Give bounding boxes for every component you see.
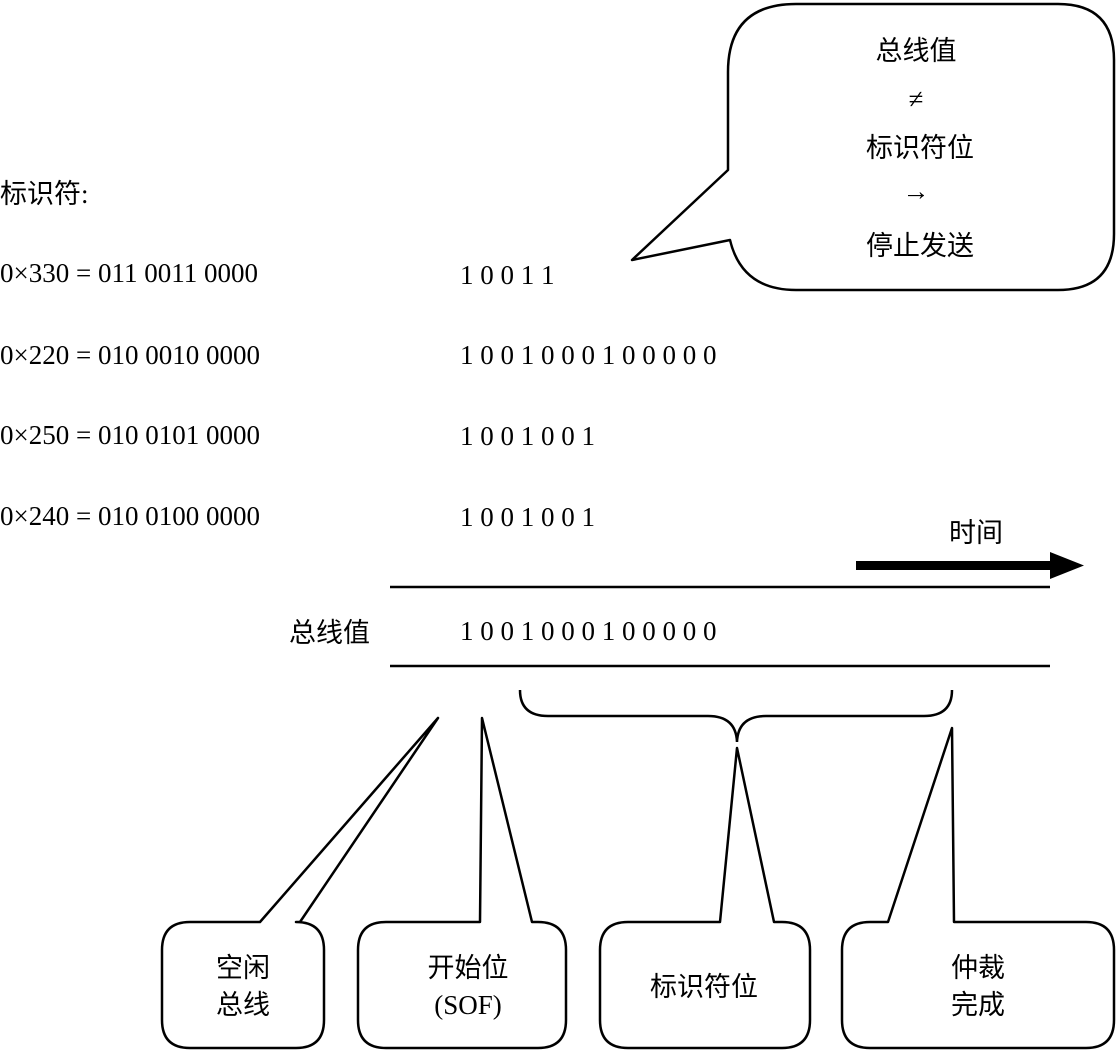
arbitration-complete-line: 完成 <box>951 990 1005 1020</box>
sof-bubble <box>356 716 568 1050</box>
bus-value-row: 总线值 1 0 0 1 0 0 0 1 0 0 0 0 0 <box>289 585 1050 668</box>
arbitration-complete-bubble <box>840 726 1116 1050</box>
identifier-bits-line: 标识符位 <box>650 972 758 1002</box>
identifier-title: 标识符: <box>0 179 89 209</box>
right-arrow-symbol: → <box>903 176 930 206</box>
top-callout-line: 总线值 <box>876 36 957 66</box>
identifier-label: 0×250 = 010 0101 0000 <box>0 420 260 450</box>
time-arrow: 时间 <box>856 518 1084 579</box>
bus-bits: 1 0 0 1 0 0 0 1 0 0 0 0 0 <box>460 616 717 646</box>
idle-bus-line: 总线 <box>216 990 270 1020</box>
idle-bus-bubble <box>160 716 440 1050</box>
sof-callout: 开始位 (SOF) <box>356 716 568 1050</box>
identifier-bits-callout: 标识符位 <box>598 746 812 1050</box>
identifier-bits-brace <box>518 689 954 743</box>
top-callout-bubble <box>630 2 1116 292</box>
identifier-rows: 0×330 = 011 0011 0000 1 0 0 1 1 0×220 = … <box>0 258 717 532</box>
sof-line: 开始位 <box>428 953 509 983</box>
identifier-bits: 1 0 0 1 0 0 1 <box>460 421 595 451</box>
identifier-bits: 1 0 0 1 0 0 0 1 0 0 0 0 0 <box>460 340 717 370</box>
identifier-label: 0×240 = 010 0100 0000 <box>0 501 260 531</box>
idle-bus-callout: 空闲 总线 <box>160 716 440 1050</box>
identifier-bits-bubble <box>598 746 812 1050</box>
idle-bus-line: 空闲 <box>216 953 270 983</box>
top-callout-line: 标识符位 <box>866 133 974 163</box>
identifier-label: 0×330 = 011 0011 0000 <box>0 258 258 288</box>
not-equal-symbol: ≠ <box>909 84 924 114</box>
arbitration-complete-line: 仲裁 <box>951 953 1005 983</box>
time-label: 时间 <box>949 518 1003 548</box>
bus-label: 总线值 <box>289 618 370 648</box>
time-arrow-head <box>1050 552 1084 579</box>
sof-line: (SOF) <box>434 990 502 1020</box>
identifier-label: 0×220 = 010 0010 0000 <box>0 340 260 370</box>
top-callout-line: 停止发送 <box>866 231 974 261</box>
time-arrow-shaft <box>856 561 1056 570</box>
identifier-bits: 1 0 0 1 1 <box>460 260 555 290</box>
stop-sending-callout: 总线值 ≠ 标识符位 → 停止发送 <box>630 2 1116 292</box>
arbitration-complete-callout: 仲裁 完成 <box>840 726 1116 1050</box>
identifier-bits: 1 0 0 1 0 0 1 <box>460 502 595 532</box>
